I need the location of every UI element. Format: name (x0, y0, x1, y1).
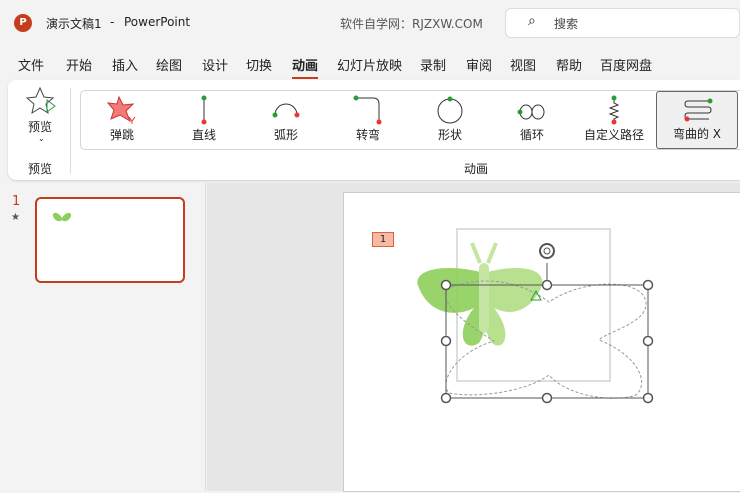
path-arc[interactable]: 弧形 (245, 91, 327, 149)
tab-home[interactable]: 开始 (66, 59, 93, 74)
bounce-icon (107, 95, 136, 124)
site-watermark: 软件自学网：RJZXW.COM (340, 17, 483, 31)
tab-baidu-disk[interactable]: 百度网盘 (600, 59, 653, 74)
group-label-preview: 预览 (28, 162, 53, 176)
search-box[interactable]: ⌕ 搜索 (505, 8, 740, 38)
path-turn[interactable]: 转弯 (327, 91, 409, 149)
circle-path-icon (437, 96, 463, 124)
powerpoint-logo-icon: P (14, 14, 32, 32)
butterfly-thumbnail-icon (52, 212, 72, 222)
document-title: 演示文稿1 (46, 17, 102, 31)
resize-handles[interactable] (440, 279, 654, 404)
group-divider (70, 88, 71, 174)
turn-path-icon (353, 95, 382, 125)
slide-thumbnail-1[interactable] (35, 197, 185, 283)
animation-star-icon: ★ (11, 212, 20, 223)
app-name: PowerPoint (124, 15, 191, 29)
tab-insert[interactable]: 插入 (112, 59, 139, 74)
preview-label: 预览 (28, 120, 53, 134)
path-line[interactable]: 直线 (163, 91, 245, 149)
tab-draw[interactable]: 绘图 (156, 59, 183, 74)
loop-path-icon (517, 104, 545, 120)
custom-path-icon (608, 95, 620, 125)
ribbon: 预览 ⌄ 预览 弹跳 直线 弧形 转弯 形状 循环 自定义路径 弯曲的 X 动画 (8, 80, 740, 180)
tab-slideshow[interactable]: 幻灯片放映 (337, 59, 403, 74)
search-placeholder: 搜索 (554, 17, 579, 31)
tab-design[interactable]: 设计 (202, 59, 229, 74)
path-bounce[interactable]: 弹跳 (81, 91, 163, 149)
title-bar: P 演示文稿1 - PowerPoint 软件自学网：RJZXW.COM ⌕ 搜… (0, 0, 740, 46)
path-label: 直线 (191, 128, 216, 142)
slide-canvas[interactable]: 1 (343, 192, 740, 492)
motion-path-gallery: 弹跳 直线 弧形 转弯 形状 循环 自定义路径 弯曲的 X (80, 90, 740, 150)
path-label: 循环 (519, 128, 544, 142)
animation-tag[interactable]: 1 (372, 232, 394, 247)
path-label: 形状 (437, 128, 462, 142)
tab-view[interactable]: 视图 (510, 59, 537, 74)
tab-file[interactable]: 文件 (18, 59, 45, 74)
arc-path-icon (272, 103, 300, 118)
path-label: 转弯 (355, 128, 380, 142)
tab-transitions[interactable]: 切换 (246, 59, 273, 74)
line-path-icon (201, 95, 207, 125)
group-label-animation: 动画 (464, 162, 489, 176)
butterfly-image (417, 242, 543, 346)
path-label: 弯曲的 X (672, 127, 722, 141)
title-separator: - (110, 15, 115, 29)
slide-number: 1 (12, 194, 21, 209)
chevron-down-icon: ⌄ (38, 134, 45, 143)
preview-button[interactable]: 预览 ⌄ (18, 84, 62, 146)
path-custom[interactable]: 自定义路径 (573, 91, 655, 149)
preview-star-icon (26, 86, 56, 115)
rotate-handle-icon[interactable] (539, 243, 555, 259)
search-icon: ⌕ (528, 13, 536, 29)
path-shape[interactable]: 形状 (409, 91, 491, 149)
slide-thumbnails-pane: 1 ★ (0, 183, 206, 491)
tab-record[interactable]: 录制 (420, 59, 447, 74)
butterfly-with-motion-path[interactable] (344, 193, 740, 493)
tab-animations[interactable]: 动画 (292, 55, 319, 79)
slide-editor: 1 (207, 183, 740, 492)
path-label: 弹跳 (109, 128, 134, 142)
path-curvy-x[interactable]: 弯曲的 X (656, 91, 738, 149)
tab-help[interactable]: 帮助 (556, 59, 583, 74)
curvy-x-icon (684, 98, 713, 122)
path-label: 自定义路径 (583, 128, 644, 142)
tab-review[interactable]: 审阅 (466, 59, 493, 74)
path-loop[interactable]: 循环 (491, 91, 573, 149)
path-label: 弧形 (273, 128, 298, 142)
